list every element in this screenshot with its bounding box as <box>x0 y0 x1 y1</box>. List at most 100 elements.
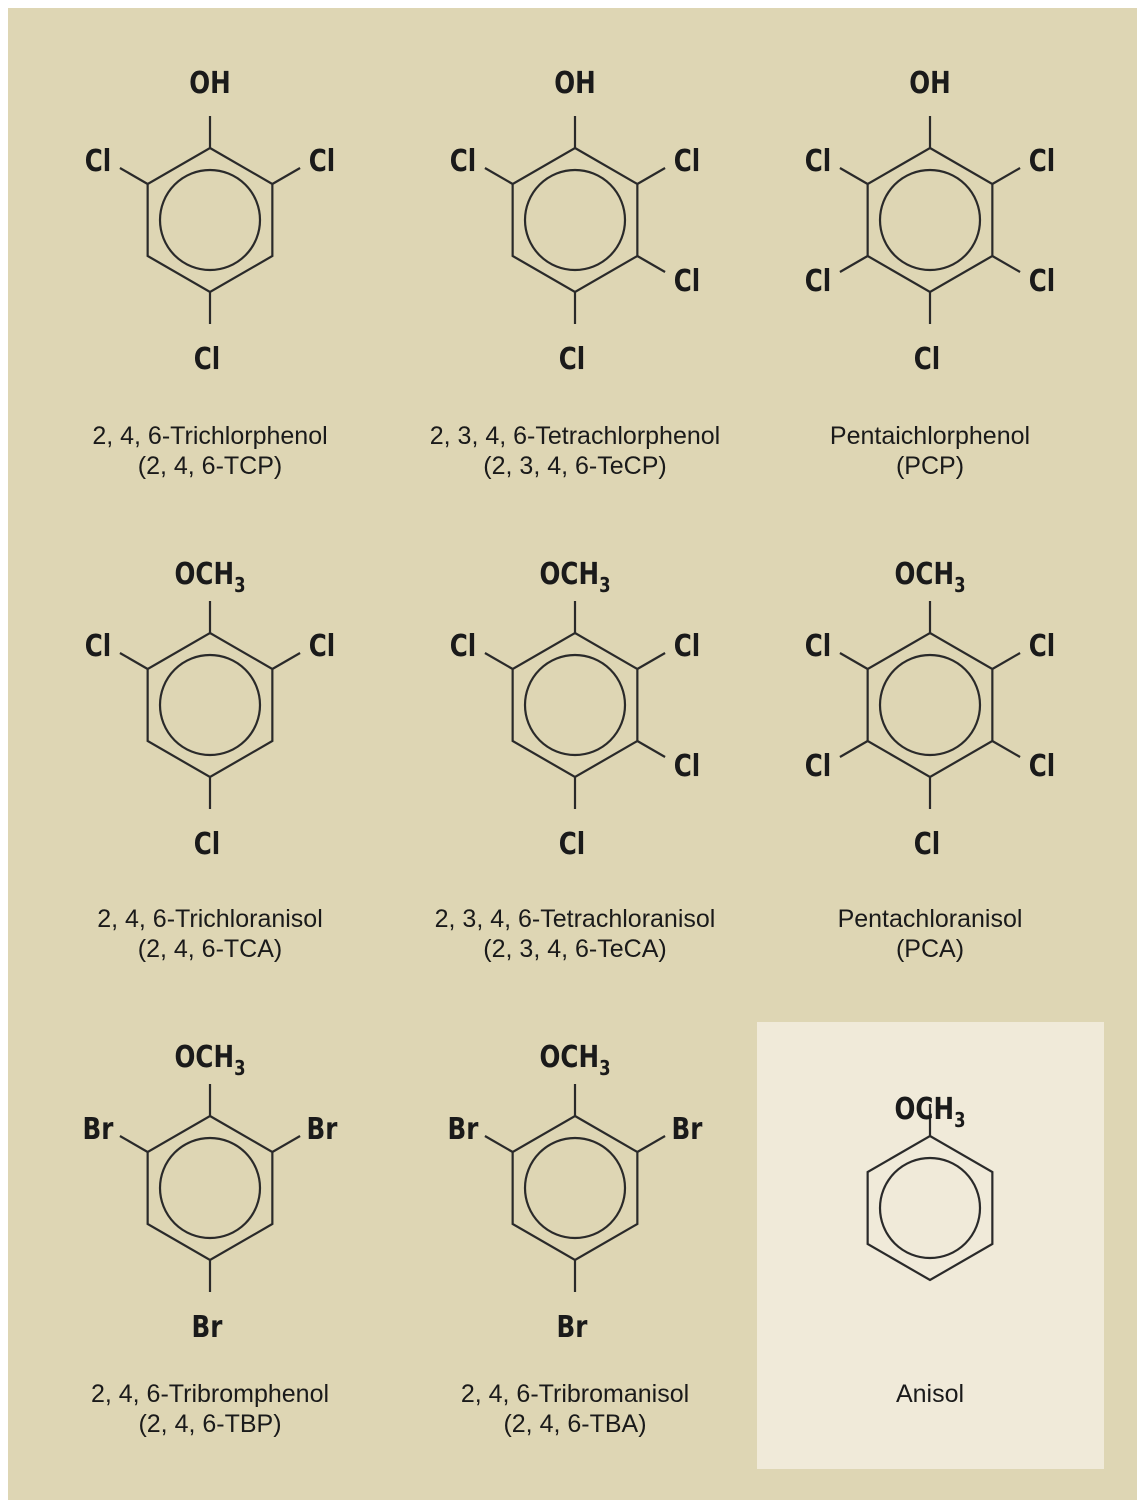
substituent-bl: Cl <box>804 264 832 299</box>
benzene-structure <box>484 601 666 809</box>
aromatic-circle <box>523 1136 627 1240</box>
bond-tr <box>271 1135 301 1153</box>
bond-tl <box>839 652 869 670</box>
substituent-tl: Cl <box>449 144 477 179</box>
substituent-tr: Cl <box>308 629 336 664</box>
substituent-top: OCH3 <box>539 557 611 597</box>
benzene-structure <box>119 1084 301 1292</box>
bond-bl <box>839 740 869 758</box>
bond-tr <box>991 167 1021 185</box>
bond-tl <box>119 1135 149 1153</box>
substituent-top: OH <box>909 66 951 101</box>
substituent-top: OCH3 <box>174 1040 246 1080</box>
substituent-bottom: Cl <box>558 827 586 862</box>
bond-tr <box>636 652 666 670</box>
substituent-br: Cl <box>1028 749 1056 784</box>
bond-br <box>991 740 1021 758</box>
substituent-tr: Cl <box>1028 144 1056 179</box>
bond-br <box>991 255 1021 273</box>
bond-tr <box>271 167 301 185</box>
substituent-tr: Cl <box>673 144 701 179</box>
benzene-ring <box>866 1134 994 1282</box>
substituent-tl: Br <box>447 1112 479 1147</box>
bond-tl <box>119 652 149 670</box>
substituent-br: Cl <box>673 749 701 784</box>
aromatic-circle <box>523 653 627 757</box>
substituent-tl: Cl <box>449 629 477 664</box>
compound-name: 2, 4, 6-Trichloranisol <box>97 905 323 933</box>
substituent-br: Cl <box>673 264 701 299</box>
substituent-tl: Cl <box>804 144 832 179</box>
compound-abbreviation: (PCP) <box>895 452 965 480</box>
compound-abbreviation: (2, 4, 6-TBP) <box>138 1410 282 1438</box>
compound-name: 2, 4, 6-Tribromanisol <box>460 1380 690 1408</box>
substituent-tr: Cl <box>1028 629 1056 664</box>
compound-name: 2, 3, 4, 6-Tetrachloranisol <box>434 905 716 933</box>
substituent-tl: Br <box>82 1112 114 1147</box>
bond-br <box>636 255 666 273</box>
benzene-structure <box>839 601 1021 809</box>
substituent-top: OCH3 <box>174 557 246 597</box>
aromatic-circle <box>878 168 982 272</box>
substituent-tr: Br <box>306 1112 338 1147</box>
benzene-structure <box>484 116 666 324</box>
bond-tr <box>271 652 301 670</box>
compound-abbreviation: (2, 3, 4, 6-TeCP) <box>483 452 667 480</box>
substituent-tl: Cl <box>84 144 112 179</box>
substituent-tr: Cl <box>308 144 336 179</box>
aromatic-circle <box>878 1156 982 1260</box>
bond-tl <box>839 167 869 185</box>
compound-abbreviation: (2, 4, 6-TBA) <box>503 1410 647 1438</box>
compound-abbreviation: (2, 3, 4, 6-TeCA) <box>483 935 667 963</box>
aromatic-circle <box>158 1136 262 1240</box>
aromatic-circle <box>158 168 262 272</box>
compound-name: Pentaichlorphenol <box>829 422 1031 450</box>
compound-name: 2, 4, 6-Tribromphenol <box>90 1380 330 1408</box>
compound-abbreviation: (PCA) <box>895 935 965 963</box>
aromatic-circle <box>158 653 262 757</box>
benzene-structure <box>866 1104 994 1282</box>
substituent-bottom: Cl <box>913 342 941 377</box>
compound-abbreviation: (2, 4, 6-TCA) <box>137 935 283 963</box>
aromatic-circle <box>523 168 627 272</box>
substituent-bottom: Cl <box>193 342 221 377</box>
bond-br <box>636 740 666 758</box>
substituent-top: OCH3 <box>894 557 966 597</box>
aromatic-circle <box>878 653 982 757</box>
compound-abbreviation: (2, 4, 6-TCP) <box>137 452 283 480</box>
substituent-bottom: Cl <box>913 827 941 862</box>
substituent-bl: Cl <box>804 749 832 784</box>
substituent-br: Cl <box>1028 264 1056 299</box>
compound-name: Pentachloranisol <box>837 905 1023 933</box>
compound-name: 2, 3, 4, 6-Tetrachlorphenol <box>429 422 721 450</box>
substituent-tr: Cl <box>673 629 701 664</box>
substituent-top: OCH3 <box>539 1040 611 1080</box>
substituent-bottom: Cl <box>193 827 221 862</box>
bond-tl <box>484 652 514 670</box>
bond-tr <box>991 652 1021 670</box>
bond-tr <box>636 1135 666 1153</box>
substituent-bottom: Br <box>191 1310 223 1345</box>
benzene-structure <box>119 601 301 809</box>
benzene-structure <box>484 1084 666 1292</box>
benzene-structure <box>839 116 1021 324</box>
bond-tr <box>636 167 666 185</box>
compound-name: 2, 4, 6-Trichlorphenol <box>92 422 328 450</box>
compound-name: Anisol <box>895 1380 965 1408</box>
bond-bl <box>839 255 869 273</box>
substituent-tl: Cl <box>84 629 112 664</box>
substituent-tl: Cl <box>804 629 832 664</box>
bond-tl <box>119 167 149 185</box>
anisol-highlight-box <box>757 1022 1104 1469</box>
bond-tl <box>484 1135 514 1153</box>
substituent-top: OH <box>554 66 596 101</box>
substituent-top: OH <box>189 66 231 101</box>
